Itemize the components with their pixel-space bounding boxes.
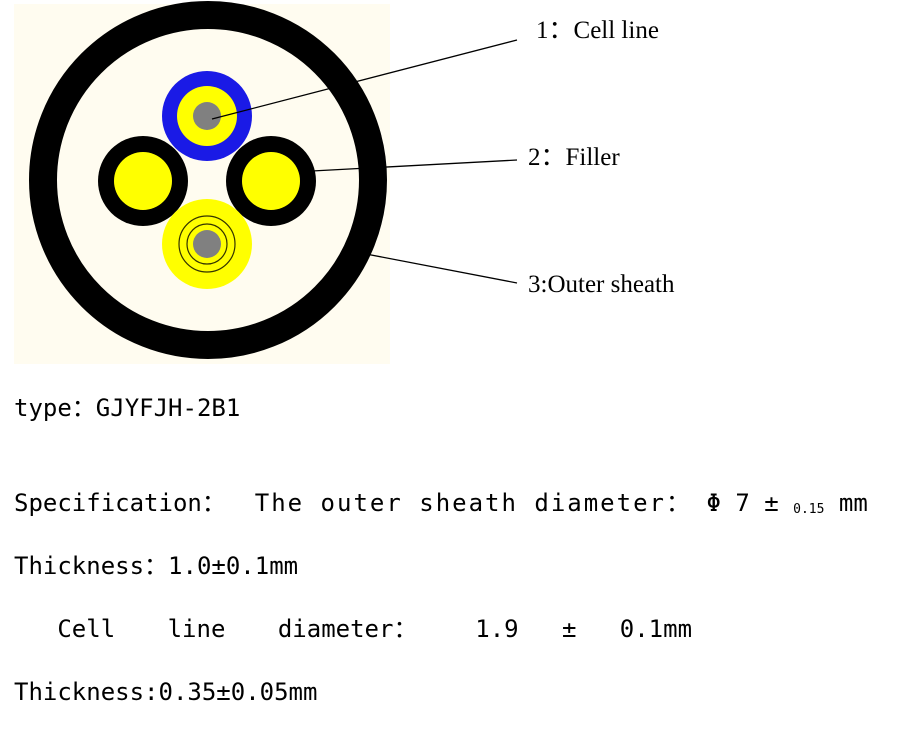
leader-line-outer-sheath [365, 253, 518, 284]
cell-line-diameter-line: Cell line diameter： 1.9 ± 0.1mm [14, 614, 692, 644]
cell-line-bottom-core [193, 230, 221, 258]
specification-line: Specification： The outer sheath diameter… [14, 488, 868, 525]
cell-line-diameter-value: 1.9 [475, 615, 519, 643]
outer-diameter-value: 7 [735, 489, 750, 517]
type-line: type：GJYFJH-2B1 [14, 393, 240, 423]
callout-number: 3 [528, 271, 541, 298]
outer-sheath-ring [29, 1, 387, 359]
callout-outer-sheath: 3:Outer sheath [528, 271, 675, 298]
callout-number: 1 [536, 17, 549, 44]
cell-line-bottom-ring [178, 215, 236, 273]
thickness-value: 0.35±0.05mm [158, 678, 318, 706]
outer-sheath-diameter-label: The outer sheath diameter： [254, 489, 692, 517]
callout-label: Filler [566, 144, 621, 171]
callout-separator: ： [549, 17, 574, 44]
phi-symbol: Φ [706, 489, 721, 517]
callout-label: Outer sheath [547, 271, 675, 298]
outer-diameter-unit: mm [838, 489, 868, 517]
specification-label: Specification： [14, 489, 226, 517]
callout-separator: ： [541, 144, 566, 171]
cell-line-diameter-label: Cell line diameter： [57, 615, 418, 643]
type-label: type： [14, 394, 96, 422]
callout-separator: : [541, 271, 548, 298]
thickness-label: Thickness: [14, 678, 159, 706]
plus-minus-symbol: ± [561, 615, 577, 643]
outer-diameter-tolerance: 0.15 [793, 502, 825, 517]
callout-cell-line: 1：Cell line [536, 17, 659, 44]
callout-number: 2 [528, 144, 541, 171]
filler-right-core [242, 152, 300, 210]
type-value: GJYFJH-2B1 [95, 394, 241, 422]
thickness-line-cell: Thickness:0.35±0.05mm [14, 677, 317, 707]
plus-minus-symbol: ± [764, 489, 779, 517]
cell-line-bottom-inner-ring [186, 223, 228, 265]
callout-label: Cell line [574, 17, 659, 44]
cell-line-diameter-tolerance: 0.1mm [619, 615, 693, 643]
cell-line-core [193, 102, 221, 130]
thickness-line-sheath: Thickness：1.0±0.1mm [14, 551, 298, 581]
cable-cross-section-diagram: 1：Cell line 2：Filler 3:Outer sheath [14, 1, 675, 364]
thickness-value: 1.0±0.1mm [168, 552, 299, 580]
leader-line-cell-line [211, 39, 518, 120]
thickness-label: Thickness： [14, 552, 169, 580]
callout-filler: 2：Filler [528, 144, 620, 171]
filler-left-core [114, 152, 172, 210]
leader-line-filler [311, 159, 518, 172]
